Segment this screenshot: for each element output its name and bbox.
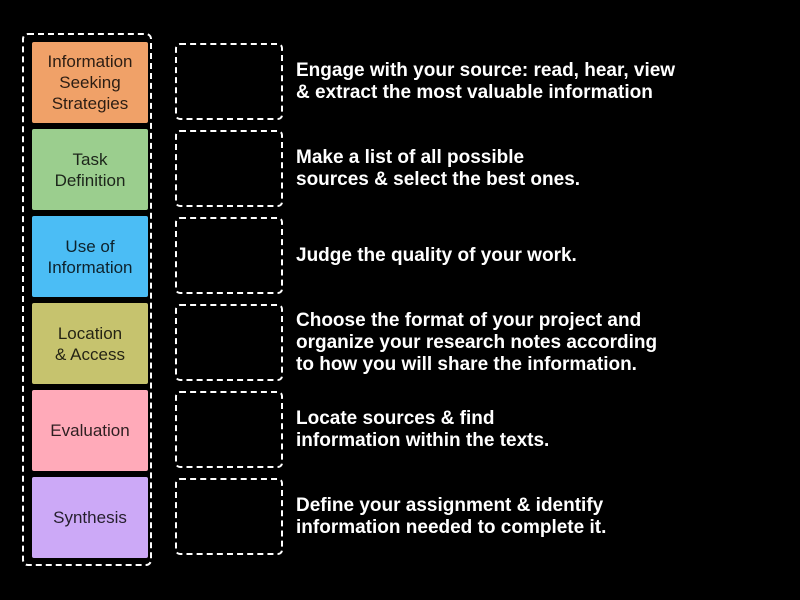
term-tile-task-definition[interactable]: Task Definition bbox=[32, 129, 148, 210]
definition-text-4: Choose the format of your project and or… bbox=[296, 304, 786, 381]
drop-zone-4[interactable] bbox=[175, 304, 283, 381]
terms-group-outline bbox=[22, 33, 152, 566]
definition-text-6: Define your assignment & identify inform… bbox=[296, 478, 786, 555]
definition-label: Choose the format of your project and or… bbox=[296, 309, 658, 375]
definition-label: Engage with your source: read, hear, vie… bbox=[296, 59, 676, 103]
definition-text-3: Judge the quality of your work. bbox=[296, 217, 786, 294]
drop-zone-3[interactable] bbox=[175, 217, 283, 294]
term-tile-information-seeking-strategies[interactable]: Information Seeking Strategies bbox=[32, 42, 148, 123]
drop-zone-6[interactable] bbox=[175, 478, 283, 555]
drop-zone-5[interactable] bbox=[175, 391, 283, 468]
term-tile-label: Information Seeking Strategies bbox=[47, 52, 133, 113]
term-tile-label: Location & Access bbox=[55, 323, 125, 364]
definition-label: Locate sources & find information within… bbox=[296, 407, 550, 451]
definition-label: Judge the quality of your work. bbox=[296, 244, 577, 266]
term-tile-synthesis[interactable]: Synthesis bbox=[32, 477, 148, 558]
definition-label: Define your assignment & identify inform… bbox=[296, 494, 607, 538]
definition-text-1: Engage with your source: read, hear, vie… bbox=[296, 43, 786, 120]
drop-zone-2[interactable] bbox=[175, 130, 283, 207]
term-tile-label: Synthesis bbox=[53, 508, 127, 527]
definition-text-5: Locate sources & find information within… bbox=[296, 391, 786, 468]
term-tile-evaluation[interactable]: Evaluation bbox=[32, 390, 148, 471]
term-tile-use-of-information[interactable]: Use of Information bbox=[32, 216, 148, 297]
definition-text-2: Make a list of all possible sources & se… bbox=[296, 130, 786, 207]
term-tile-label: Evaluation bbox=[50, 421, 130, 440]
term-tile-location-access[interactable]: Location & Access bbox=[32, 303, 148, 384]
term-tile-label: Use of Information bbox=[47, 236, 133, 277]
drop-zone-1[interactable] bbox=[175, 43, 283, 120]
definition-label: Make a list of all possible sources & se… bbox=[296, 146, 581, 190]
term-tile-label: Task Definition bbox=[54, 149, 126, 190]
